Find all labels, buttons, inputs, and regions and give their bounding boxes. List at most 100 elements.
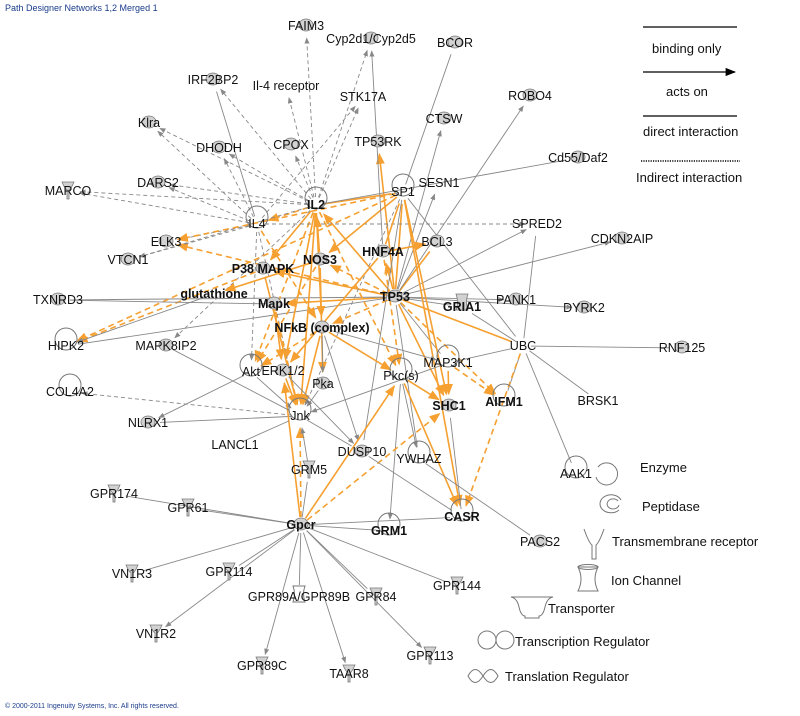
node-shape-mapk[interactable] [266,296,282,310]
node-shape-vn1r2[interactable] [149,624,163,643]
node-shape-taar8[interactable] [342,664,356,683]
node-shape-cd55[interactable] [570,150,586,164]
node-shape-nlrx1[interactable] [140,415,156,429]
node-shape-mapk8ip2[interactable] [158,338,174,352]
node-label-tp53rk[interactable]: TP53RK [354,135,402,149]
node-shape-col4a2[interactable] [58,373,82,397]
node-label-gpcr[interactable]: Gpcr [286,518,315,532]
node-shape-gpr174[interactable] [107,484,121,503]
node-shape-cpox[interactable] [283,137,299,151]
node-label-pank1[interactable]: PANK1 [496,293,536,307]
node-label-casr[interactable]: CASR [444,510,479,524]
node-shape-cyp2d1[interactable] [363,31,379,45]
node-label-tp53[interactable]: TP53 [380,290,410,304]
node-label-gpr61[interactable]: GPR61 [168,501,209,515]
node-label-dusp10[interactable]: DUSP10 [338,445,387,459]
node-label-ubc[interactable]: UBC [510,339,536,353]
node-label-brsk1[interactable]: BRSK1 [578,394,619,408]
node-label-gpr144[interactable]: GPR144 [433,579,481,593]
node-shape-faim3[interactable] [298,18,314,32]
node-label-txnrd3[interactable]: TXNRD3 [33,293,83,307]
node-shape-aifm1[interactable] [492,383,516,407]
node-shape-aak1[interactable] [564,455,588,479]
node-shape-il2[interactable] [304,186,328,210]
node-label-pacs2[interactable]: PACS2 [520,535,560,549]
node-label-sp1[interactable]: SP1 [391,185,415,199]
node-shape-tp53[interactable] [387,289,403,303]
node-label-gpr174[interactable]: GPR174 [90,487,138,501]
node-label-gria1[interactable]: GRIA1 [443,300,481,314]
node-label-stk17a[interactable]: STK17A [340,90,387,104]
node-shape-jnk[interactable] [288,397,312,421]
node-shape-akt[interactable] [239,353,263,377]
node-label-dyrk2[interactable]: DYRK2 [563,301,605,315]
node-label-robo4[interactable]: ROBO4 [508,89,552,103]
node-shape-grm5[interactable] [302,460,316,479]
node-shape-dyrk2[interactable] [576,300,592,314]
node-shape-map3k1[interactable] [436,344,460,368]
node-label-irf2bp2[interactable]: IRF2BP2 [188,73,239,87]
node-shape-nos3[interactable] [312,252,328,266]
node-label-p38[interactable]: P38 MAPK [232,262,295,276]
node-shape-gpr84[interactable] [369,587,383,606]
node-label-klra[interactable]: Klra [138,116,160,130]
node-shape-dars2[interactable] [150,175,166,189]
node-label-ywhaz[interactable]: YWHAZ [396,452,442,466]
node-shape-elk3[interactable] [158,234,174,248]
node-shape-gpr144[interactable] [450,576,464,595]
node-label-gpr89a[interactable]: GPR89A/GPR89B [248,590,350,604]
node-label-col4a2[interactable]: COL4A2 [46,385,94,399]
node-label-gpr113[interactable]: GPR113 [406,649,453,663]
node-label-taar8[interactable]: TAAR8 [329,667,368,681]
node-label-erk12[interactable]: ERK1/2 [261,364,304,378]
node-shape-gpr114[interactable] [222,562,236,581]
node-shape-erk12[interactable] [275,363,291,377]
node-label-dars2[interactable]: DARS2 [137,176,179,190]
node-label-sesn1[interactable]: SESN1 [419,176,460,190]
node-shape-robo4[interactable] [522,88,538,102]
node-label-akt[interactable]: Akt [242,365,261,379]
node-shape-il4[interactable] [245,205,269,229]
node-label-pka[interactable]: Pka [312,377,334,391]
node-shape-sp1[interactable] [391,173,415,197]
node-shape-gpcr[interactable] [293,517,309,531]
node-label-marco[interactable]: MARCO [45,184,92,198]
node-shape-vn1r3[interactable] [125,564,139,583]
node-shape-hnf4a[interactable] [375,244,391,258]
node-label-nfkb[interactable]: NFkB (complex) [274,321,369,335]
node-label-cpox[interactable]: CPOX [273,138,309,152]
node-label-ctsw[interactable]: CTSW [426,112,463,126]
node-label-bcor[interactable]: BCOR [437,36,473,50]
node-label-il4r[interactable]: Il-4 receptor [253,79,320,93]
node-label-gpr114[interactable]: GPR114 [205,565,252,579]
node-label-dhodh[interactable]: DHODH [196,141,242,155]
node-shape-txnrd3[interactable] [50,292,66,306]
node-shape-pka[interactable] [315,376,331,390]
node-label-pkcs[interactable]: Pkc(s) [383,369,418,383]
node-shape-dhodh[interactable] [211,140,227,154]
node-label-mapk[interactable]: Mapk [258,297,290,311]
node-shape-pank1[interactable] [508,292,524,306]
node-label-map3k1[interactable]: MAP3K1 [423,356,472,370]
node-shape-cdkn2aip[interactable] [614,231,630,245]
node-shape-gria1[interactable] [455,293,469,311]
node-shape-gpr89a[interactable] [292,585,306,603]
node-label-spred2[interactable]: SPRED2 [512,217,562,231]
node-shape-gpr113[interactable] [423,646,437,665]
node-shape-rnf125[interactable] [674,340,690,354]
node-label-grm5[interactable]: GRM5 [291,463,327,477]
node-shape-nfkb[interactable] [314,320,330,334]
node-label-nos3[interactable]: NOS3 [303,253,337,267]
node-shape-casr[interactable] [450,498,474,522]
node-label-lancl1[interactable]: LANCL1 [211,438,258,452]
node-label-vn1r3[interactable]: VN1R3 [112,567,152,581]
node-shape-bcl3[interactable] [429,234,445,248]
node-shape-vtcn1[interactable] [120,252,136,266]
node-shape-grm1[interactable] [377,512,401,536]
node-label-nlrx1[interactable]: NLRX1 [128,416,168,430]
node-label-elk3[interactable]: ELK3 [151,235,182,249]
node-shape-dusp10[interactable] [354,444,370,458]
node-label-jnk[interactable]: Jnk [290,409,310,423]
node-label-cyp2d1[interactable]: Cyp2d1/Cyp2d5 [326,32,416,46]
node-label-aifm1[interactable]: AIFM1 [485,395,523,409]
